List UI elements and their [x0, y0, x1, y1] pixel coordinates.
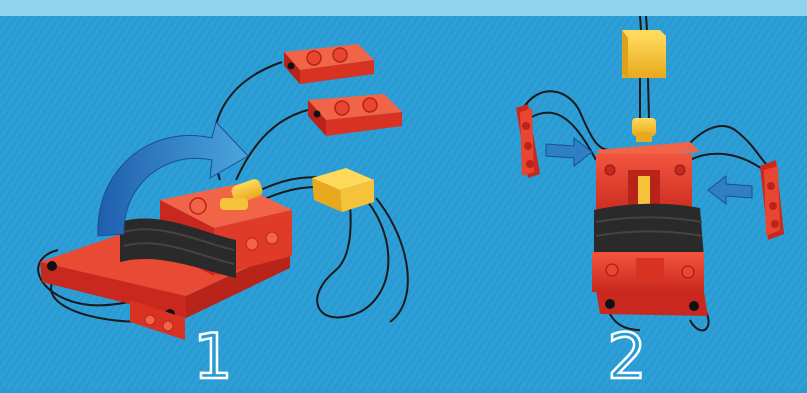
step-number-1: 1	[178, 322, 248, 392]
step-number-2: 2	[592, 322, 662, 392]
top-band	[0, 0, 807, 16]
battery-box-step-2	[622, 30, 666, 78]
